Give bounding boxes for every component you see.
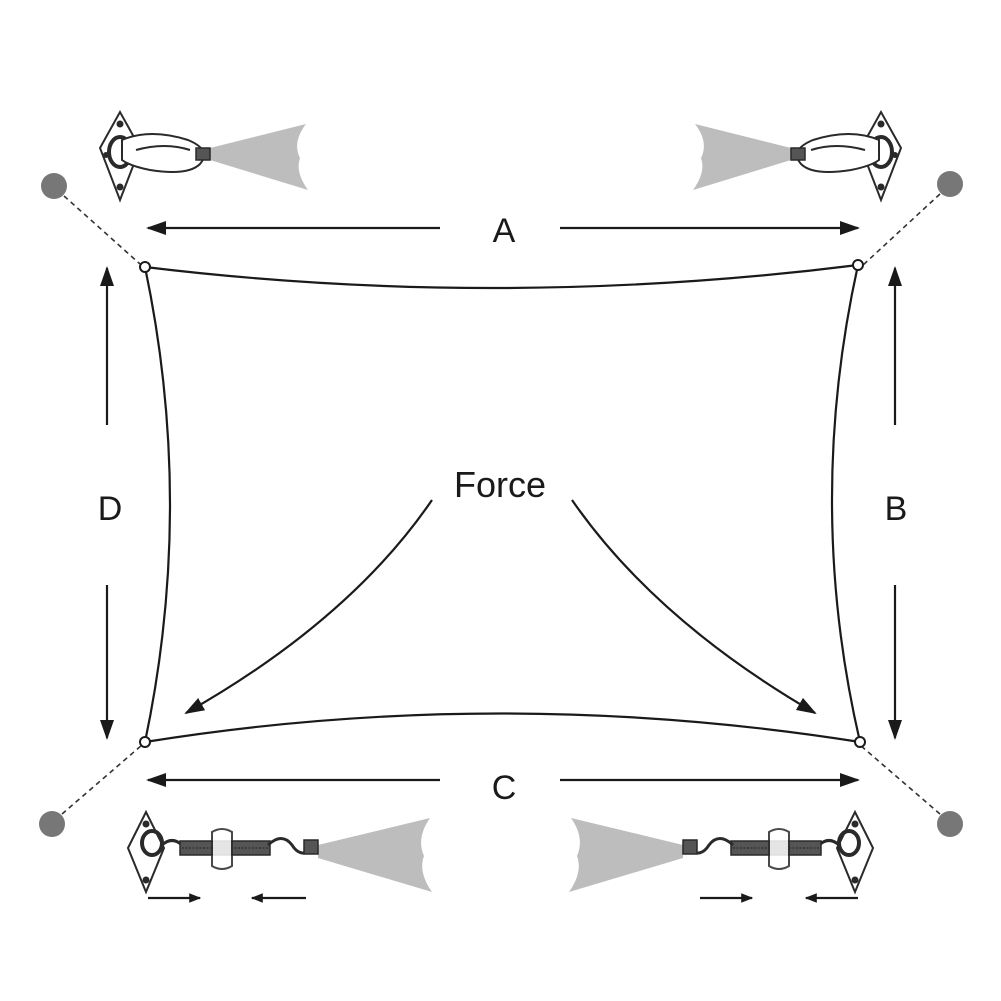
force-label: Force [454,464,546,505]
tension-line-top-right [861,193,941,267]
dimension-label-b: B [885,490,908,528]
dimension-label-c: C [492,769,517,807]
tension-line-bottom-left [61,744,143,815]
force-arrow-left [184,499,433,714]
anchor-point-top-right [937,171,963,197]
anchor-point-bottom-left [39,811,65,837]
tension-line-top-left [63,195,141,265]
sail-corner-ring [139,261,151,273]
wall-plate-carabiner-icon [98,109,308,203]
sail-corner-ring [852,259,864,271]
anchor-point-bottom-right [937,811,963,837]
tension-line-bottom-right [859,744,941,815]
sail-corner-ring [854,736,866,748]
force-arrow-right [571,499,817,715]
dimension-label-a: A [493,212,516,250]
dimension-label-d: D [98,490,123,528]
sail-corner-ring [139,736,151,748]
wall-plate-turnbuckle-icon [126,809,432,895]
anchor-point-top-left [41,173,67,199]
wall-plate-turnbuckle-icon [569,809,875,895]
wall-plate-carabiner-icon [693,109,903,203]
